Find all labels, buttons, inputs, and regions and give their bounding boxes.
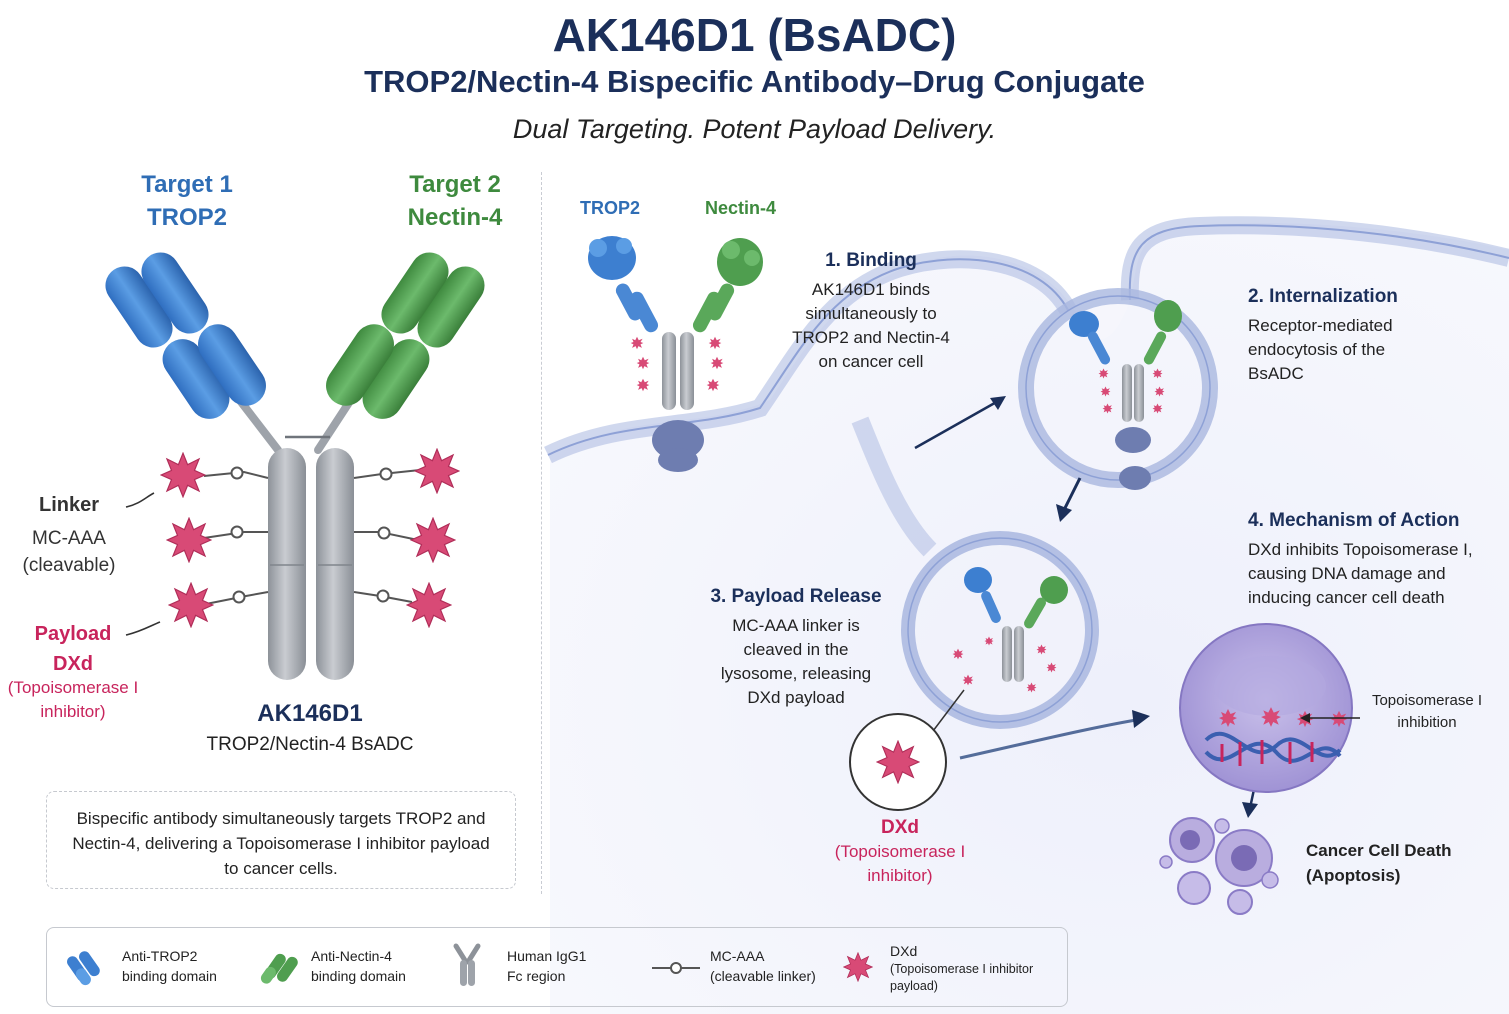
anti-nectin4-domain-icon xyxy=(260,953,298,984)
page-subtitle: TROP2/Nectin-4 Bispecific Antibody–Drug … xyxy=(364,64,1145,99)
step1-binding: 1. Binding AK146D1 binds simultaneously … xyxy=(792,250,950,371)
summary-box: Bispecific antibody simultaneously targe… xyxy=(46,791,516,889)
tagline: Dual Targeting. Potent Payload Delivery. xyxy=(512,114,997,144)
anti-trop2-domain-icon xyxy=(67,951,100,986)
panel-divider xyxy=(541,172,542,894)
trop2-binding-arm xyxy=(105,252,266,419)
legend-item-linker: MC-AAA(cleavable linker) xyxy=(710,948,816,984)
process-arrows xyxy=(914,396,1258,818)
bound-antibody xyxy=(588,236,763,472)
linker-label: Linker MC-AAA (cleavable) xyxy=(22,494,116,576)
linker-pointer xyxy=(125,492,155,508)
step2-internalization: 2. Internalization Receptor-mediated end… xyxy=(1248,286,1398,383)
linker-payload-right xyxy=(353,448,460,628)
page-title: AK146D1 (BsADC) xyxy=(552,9,957,61)
legend-box xyxy=(46,927,1068,1007)
step3-payload-release: 3. Payload Release MC-AAA linker is clea… xyxy=(710,586,882,707)
antibody-illustration xyxy=(105,252,485,680)
cell-death-label: Cancer Cell Death (Apoptosis) xyxy=(1306,841,1452,885)
internalized-antibody xyxy=(1069,300,1182,490)
trop2-receptor-label: TROP2 xyxy=(580,198,641,218)
fc-region xyxy=(268,448,354,680)
apoptotic-cells xyxy=(1159,817,1279,915)
cancer-cell-nucleus xyxy=(1179,623,1360,793)
linker-payload-left xyxy=(160,452,269,628)
antibody-caption: AK146D1 TROP2/Nectin-4 BsADC xyxy=(206,700,414,755)
nectin4-receptor-label: Nectin-4 xyxy=(705,198,777,218)
payload-pointer xyxy=(125,621,161,636)
legend-item-dxd: DXd (Topoisomerase I inhibitor payload) xyxy=(890,943,1034,993)
dxd-callout-label: DXd (Topoisomerase I inhibitor) xyxy=(834,817,966,885)
dxd-callout xyxy=(849,689,965,811)
nectin4-binding-arm xyxy=(326,252,485,419)
topo-inhibition-label: Topoisomerase I inhibition xyxy=(1371,692,1483,731)
igg1-fc-icon xyxy=(453,943,481,986)
lysosome-antibody xyxy=(952,567,1068,693)
linker-icon xyxy=(652,962,700,974)
payload-label: Payload DXd (Topoisomerase I inhibitor) xyxy=(7,623,139,721)
step4-mechanism: 4. Mechanism of Action DXd inhibits Topo… xyxy=(1248,510,1473,607)
